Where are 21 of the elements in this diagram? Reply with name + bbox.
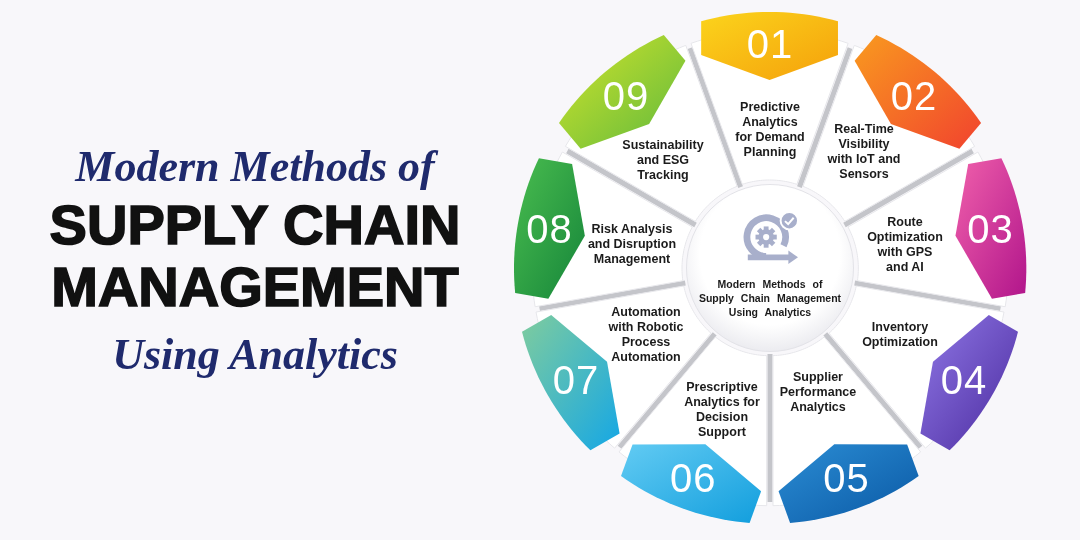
step-text: Sustainability and ESG Tracking (621, 137, 705, 183)
step-text: Real-Time Visibility with IoT and Sensors (826, 122, 902, 182)
step-number: 08 (526, 209, 573, 250)
step-number: 09 (602, 76, 650, 117)
step-number: 03 (967, 209, 1014, 250)
diagram-title: Modern Methods of SUPPLY CHAIN MANAGEMENT Using Analytics (48, 141, 462, 381)
step-number: 07 (552, 360, 600, 400)
step-number: 02 (890, 76, 938, 117)
step-number: 05 (823, 458, 870, 499)
step-text: Inventory Optimization (861, 320, 939, 350)
step-text: Automation with Robotic Process Automation (607, 305, 685, 365)
step-text: Supplier Performance Analytics (778, 369, 858, 415)
step-text: Predictive Analytics for Demand Planning (734, 100, 806, 160)
step-text: Route Optimization with GPS and AI (867, 215, 943, 275)
step-number: 01 (746, 24, 794, 64)
step-text: Risk Analysis and Disruption Management (587, 221, 677, 267)
hub-circle (686, 184, 854, 352)
step-number: 04 (940, 360, 988, 400)
hub-text: Modern Methods of Supply Chain Management Using Analytics (697, 277, 843, 319)
step-number: 06 (670, 458, 717, 499)
step-text: Prescriptive Analytics for Decision Support (683, 380, 761, 440)
